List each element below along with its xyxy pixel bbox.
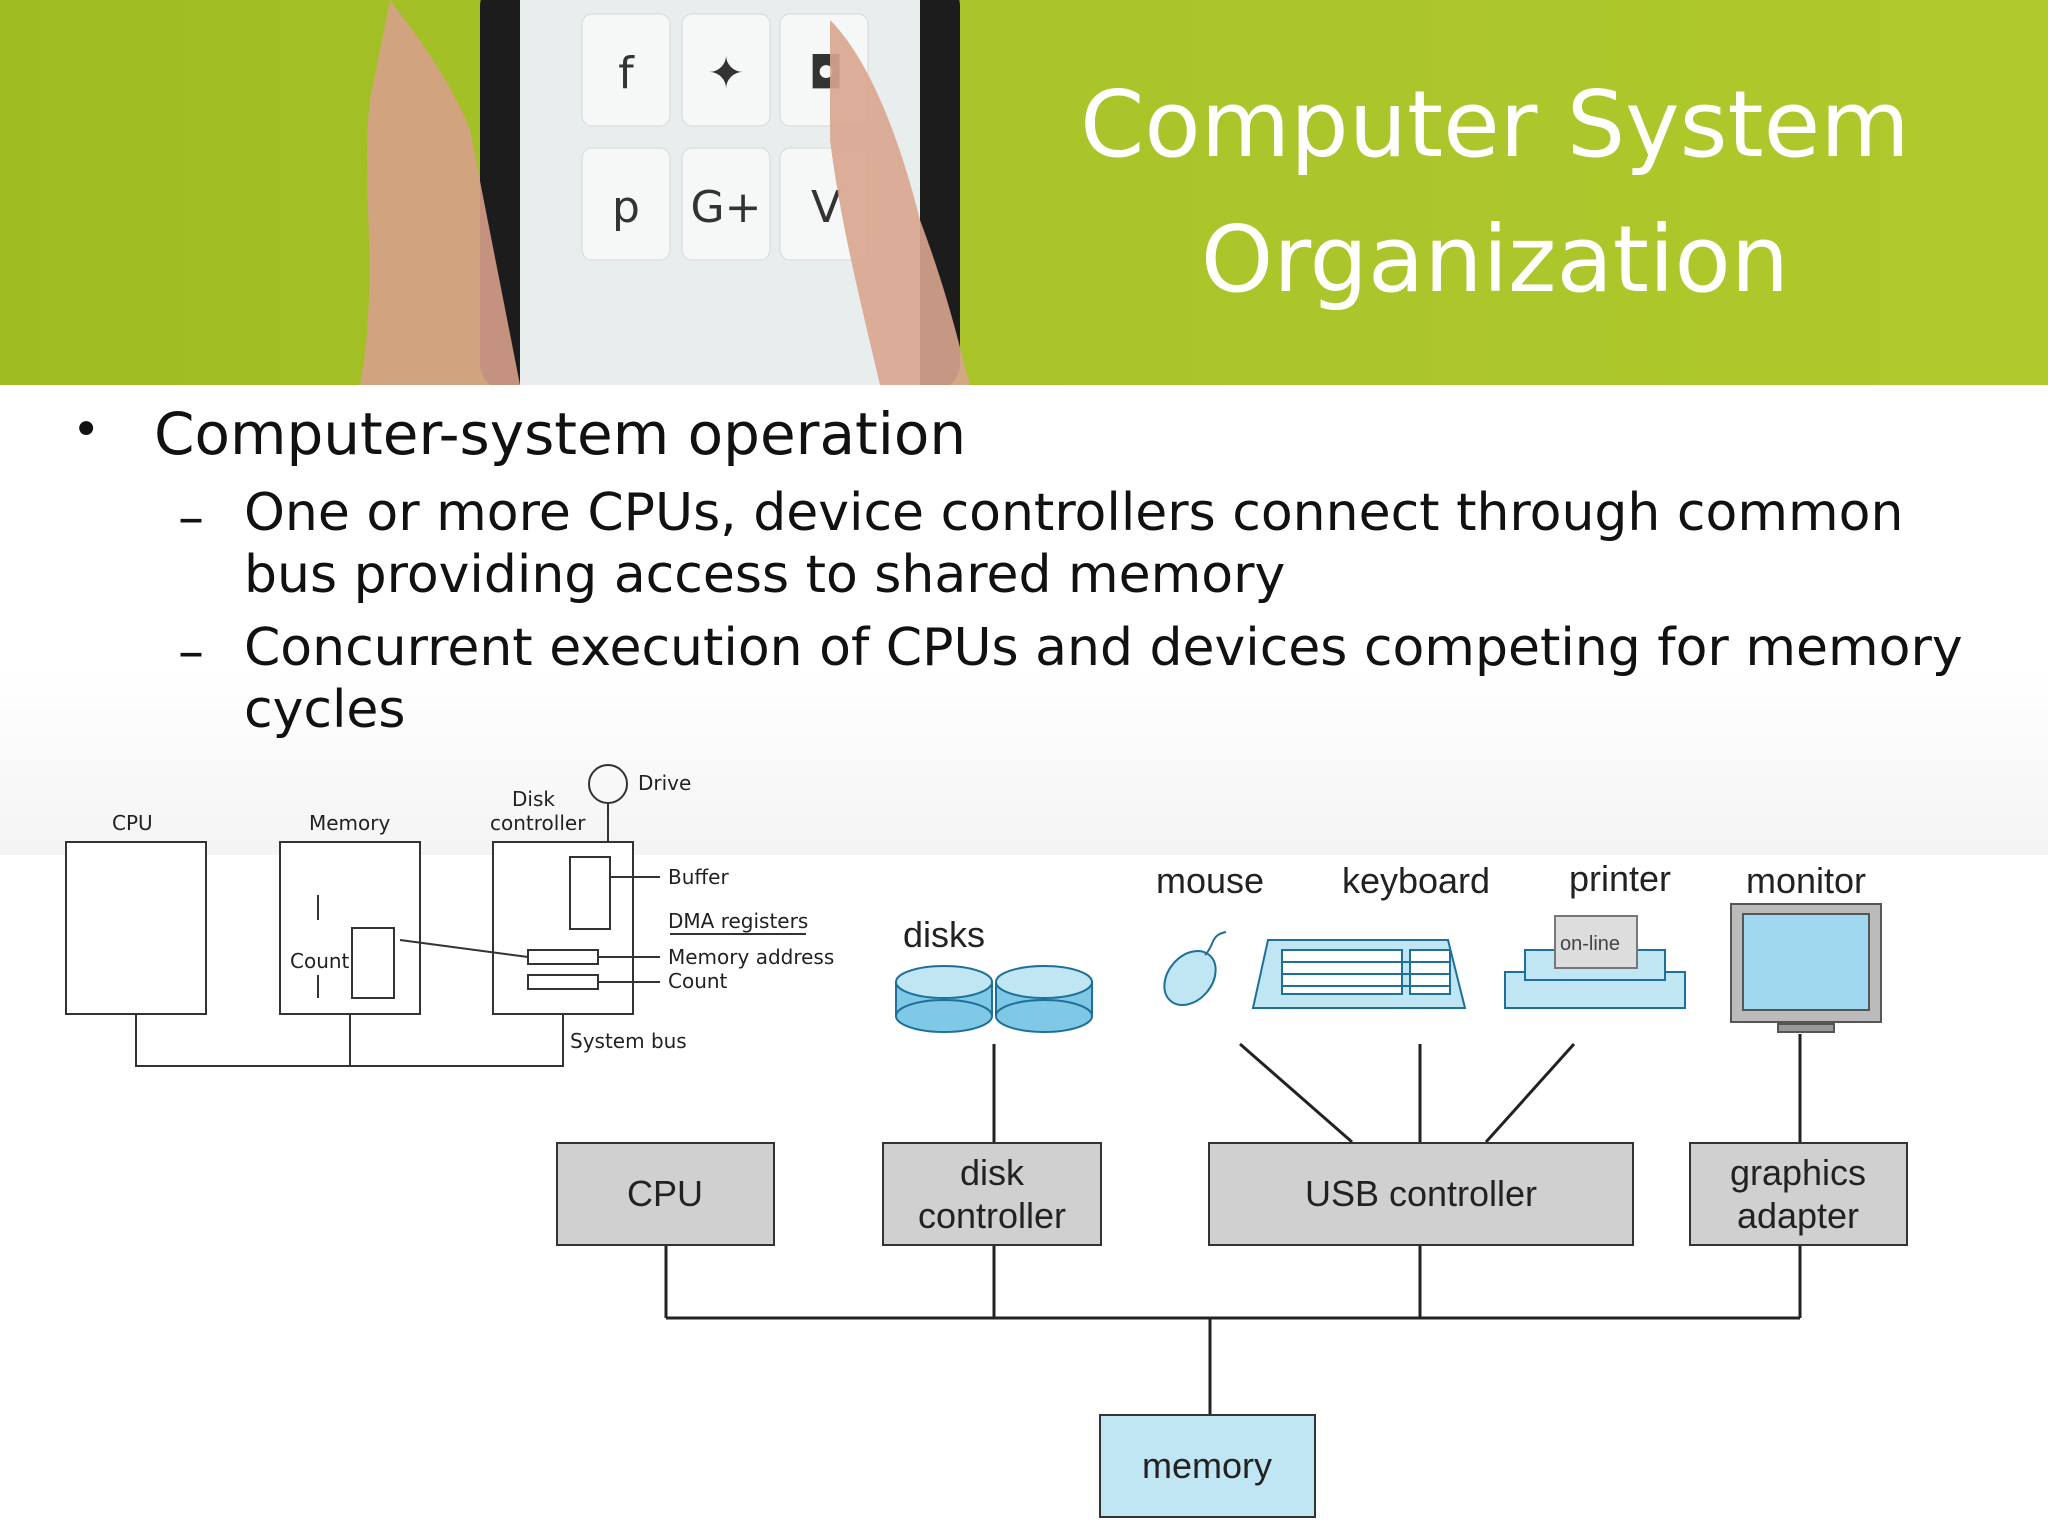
vine-icon: V: [811, 182, 841, 233]
printer-screen-text: on-line: [1560, 933, 1620, 955]
sub-bullet-marker: –: [178, 622, 204, 682]
bullet-marker: •: [72, 402, 101, 458]
cpu-box-label: CPU: [627, 1173, 703, 1214]
disk-label-line-2: controller: [490, 811, 586, 835]
keyboard-icon: [1251, 939, 1467, 1009]
memory-count-register: [351, 927, 395, 999]
mouse-label: mouse: [1156, 860, 1264, 901]
disk-controller-label-1: disk: [960, 1152, 1025, 1193]
memory-box: [1099, 1414, 1316, 1518]
memory-box-label: memory: [1142, 1445, 1272, 1486]
disks-label: disks: [903, 914, 985, 955]
buffer-label: Buffer: [668, 865, 729, 889]
printer-icon: on-line: [1504, 915, 1686, 1009]
left-diagram-labels: CPU Memory Disk controller Drive Buffer …: [112, 771, 834, 1053]
dma-registers-label: DMA registers: [668, 909, 808, 933]
pinterest-icon: p: [612, 182, 640, 233]
drive-circle: [588, 764, 628, 804]
background-fade: [0, 385, 2048, 855]
left-diagram: [65, 764, 806, 1067]
system-bus-label: System bus: [570, 1029, 687, 1053]
graphics-adapter-label-1: graphics: [1730, 1152, 1866, 1193]
graphics-adapter-label-2: adapter: [1737, 1195, 1859, 1236]
drive-label: Drive: [638, 771, 691, 795]
header-banner: f ✦ ◘ p G+ V Computer System Organizatio…: [0, 0, 2048, 385]
sub-bullet-text: Concurrent execution of CPUs and devices…: [244, 618, 1963, 740]
memory-count-label: Count: [290, 949, 350, 973]
usb-controller-label: USB controller: [1305, 1173, 1537, 1214]
facebook-icon: f: [618, 48, 635, 99]
printer-label: printer: [1569, 858, 1671, 899]
slide-title-line-2: Organization: [1200, 206, 1790, 313]
disk-controller-box: [882, 1142, 1102, 1246]
left-memory-label: Memory: [309, 811, 391, 835]
mouse-icon: [1163, 931, 1227, 1006]
count-label: Count: [668, 969, 728, 993]
twitter-icon: ✦: [708, 48, 745, 99]
right-hand: [830, 20, 970, 385]
bullet-text: Computer-system operation: [154, 400, 967, 468]
graphics-adapter-box: [1689, 1142, 1908, 1246]
monitor-icon: [1730, 903, 1882, 1033]
buffer-register: [569, 856, 611, 930]
left-cpu-label: CPU: [112, 811, 153, 835]
memory-address-label: Memory address: [668, 945, 834, 969]
tablet-photo: f ✦ ◘ p G+ V: [360, 0, 970, 385]
google-plus-icon: G+: [691, 182, 762, 233]
disk-controller-label-2: controller: [918, 1195, 1066, 1236]
keyboard-label: keyboard: [1342, 860, 1490, 901]
left-hand: [360, 0, 520, 385]
disks-icon: [895, 965, 1093, 1033]
sub-bullet-marker: –: [178, 488, 204, 548]
slide-title-line-1: Computer System: [1080, 71, 1910, 178]
cpu-block: [65, 841, 207, 1015]
monitor-label: monitor: [1746, 860, 1866, 901]
right-diagram-connectors: [664, 1034, 1802, 1414]
memory-block: [279, 841, 421, 1015]
usb-controller-box: [1208, 1142, 1634, 1246]
sub-bullet-text: One or more CPUs, device controllers con…: [244, 483, 1904, 605]
cpu-box: [556, 1142, 775, 1246]
disk-label-line-1: Disk: [512, 787, 555, 811]
